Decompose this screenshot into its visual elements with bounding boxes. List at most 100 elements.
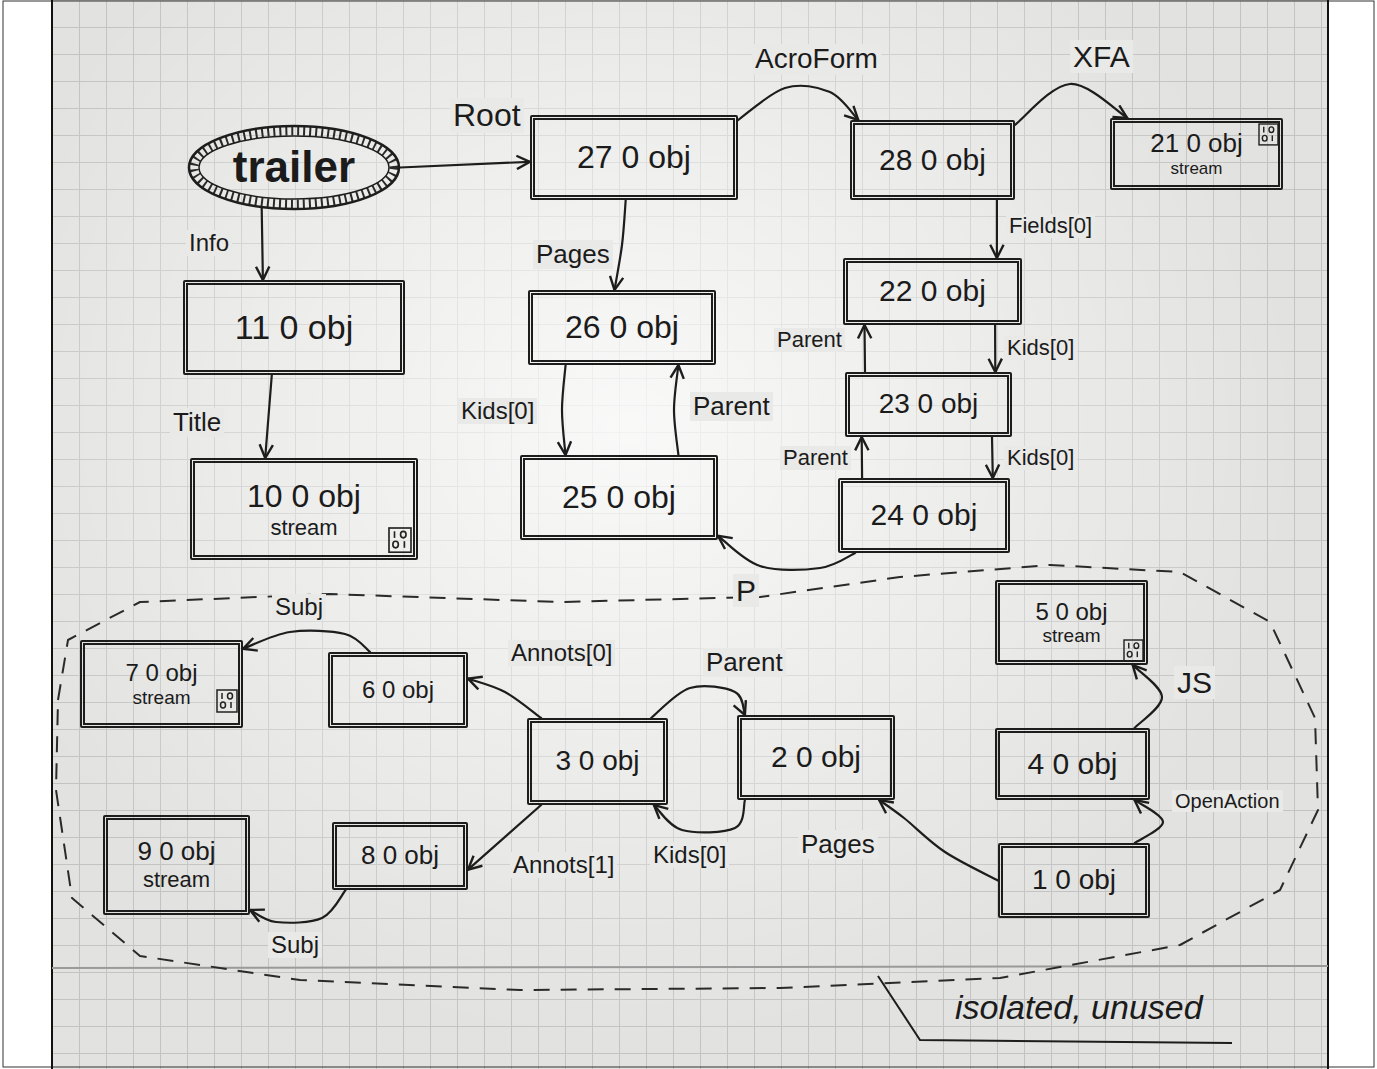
reference-arrow <box>674 365 678 455</box>
isolated-region: isolated, unused5 0 objstream7 0 objstre… <box>55 560 1335 1050</box>
object-label: 1 0 obj <box>1032 864 1116 896</box>
key-label: Title <box>170 408 224 437</box>
object-box: 26 0 obj <box>528 290 716 365</box>
reference-arrow <box>1135 800 1164 843</box>
object-box: 4 0 obj <box>995 728 1150 800</box>
region-outline <box>55 560 1335 1050</box>
reference-arrow <box>400 162 530 168</box>
reference-arrow <box>1133 665 1162 728</box>
key-label: AcroForm <box>752 44 881 75</box>
key-label: Parent <box>774 328 845 352</box>
region-caption: isolated, unused <box>955 988 1203 1027</box>
object-label: 3 0 obj <box>555 745 639 777</box>
reference-arrow <box>265 375 272 458</box>
stream-tag: stream <box>270 515 337 540</box>
object-box: 6 0 obj <box>328 652 468 728</box>
reference-arrow <box>651 686 745 718</box>
key-label: Parent <box>703 648 786 677</box>
stream-icon <box>1124 640 1143 661</box>
reference-arrow <box>879 800 998 881</box>
object-label: 26 0 obj <box>565 309 679 346</box>
stream-icon <box>217 690 237 712</box>
reference-arrow <box>863 325 866 372</box>
reference-arrow <box>262 208 263 280</box>
reference-arrow <box>562 365 566 455</box>
leader-line <box>878 976 1232 1043</box>
object-label: 23 0 obj <box>879 388 979 420</box>
stream-tag: stream <box>1171 159 1223 179</box>
object-label: 28 0 obj <box>879 143 986 178</box>
key-label: Parent <box>780 446 851 470</box>
object-label: 2 0 obj <box>771 740 861 775</box>
object-box: 24 0 obj <box>838 478 1010 553</box>
object-label: 11 0 obj <box>235 308 353 347</box>
object-box: 11 0 obj <box>183 280 405 375</box>
key-label: Pages <box>533 240 613 269</box>
object-label: 5 0 obj <box>1035 598 1107 626</box>
object-box: 2 0 obj <box>737 715 895 800</box>
key-label: Subj <box>268 932 322 958</box>
object-box: 5 0 objstream <box>995 580 1148 665</box>
object-label: 10 0 obj <box>247 478 361 515</box>
reference-arrow <box>994 325 996 372</box>
reference-arrow <box>738 86 858 120</box>
frame-line <box>51 0 53 1069</box>
object-label: 4 0 obj <box>1027 747 1117 782</box>
stream-icon <box>1259 124 1278 145</box>
reference-arrow <box>996 200 998 258</box>
key-label: OpenAction <box>1172 790 1283 812</box>
key-label: Fields[0] <box>1006 214 1095 238</box>
object-label: 7 0 obj <box>125 659 197 687</box>
reference-arrow <box>654 800 745 832</box>
object-box: 28 0 obj <box>850 120 1015 200</box>
reference-arrow <box>991 437 994 478</box>
object-label: 25 0 obj <box>562 479 676 516</box>
key-label: Kids[0] <box>1004 446 1077 470</box>
key-label: Kids[0] <box>650 842 729 868</box>
reference-arrow <box>468 679 541 718</box>
frame-line <box>1327 0 1329 1069</box>
object-box: 27 0 obj <box>530 115 738 200</box>
object-box: 3 0 obj <box>527 718 668 805</box>
object-label: 8 0 obj <box>361 841 439 871</box>
reference-arrow <box>615 200 626 290</box>
key-label: Subj <box>272 594 326 620</box>
trailer-label: trailer <box>233 142 355 193</box>
object-box: 21 0 objstream <box>1110 118 1283 190</box>
object-label: 21 0 obj <box>1150 129 1243 159</box>
paper-fold-line <box>52 966 1328 968</box>
object-box: 22 0 obj <box>843 258 1022 325</box>
stream-tag: stream <box>1042 625 1100 647</box>
key-label: Annots[1] <box>510 852 617 878</box>
reference-arrow <box>718 536 855 570</box>
key-label: Annots[0] <box>508 640 615 666</box>
reference-arrow <box>861 437 864 478</box>
object-box: 10 0 objstream <box>190 458 418 560</box>
object-box: 9 0 objstream <box>103 815 250 915</box>
key-label: Pages <box>798 830 878 859</box>
key-label: JS <box>1174 666 1215 699</box>
object-label: 6 0 obj <box>362 676 434 704</box>
key-label: Info <box>186 230 232 256</box>
object-box: 1 0 obj <box>998 843 1150 918</box>
object-box: 25 0 obj <box>520 455 718 540</box>
key-label: Kids[0] <box>458 398 537 424</box>
key-label: Root <box>450 98 524 133</box>
stream-tag: stream <box>132 687 190 709</box>
object-box: 7 0 objstream <box>80 640 243 728</box>
stream-icon <box>389 528 411 552</box>
key-label: XFA <box>1070 40 1133 73</box>
stream-tag: stream <box>143 867 210 892</box>
object-label: 27 0 obj <box>577 139 691 176</box>
reference-arrow <box>243 631 370 652</box>
key-label: Kids[0] <box>1004 336 1077 360</box>
photo-frame <box>3 1 1374 1067</box>
object-box: 8 0 obj <box>332 822 468 890</box>
object-label: 9 0 obj <box>137 837 215 867</box>
object-box: 23 0 obj <box>845 372 1012 437</box>
key-label: P <box>733 574 759 607</box>
key-label: Parent <box>690 392 773 421</box>
object-label: 24 0 obj <box>871 498 978 533</box>
